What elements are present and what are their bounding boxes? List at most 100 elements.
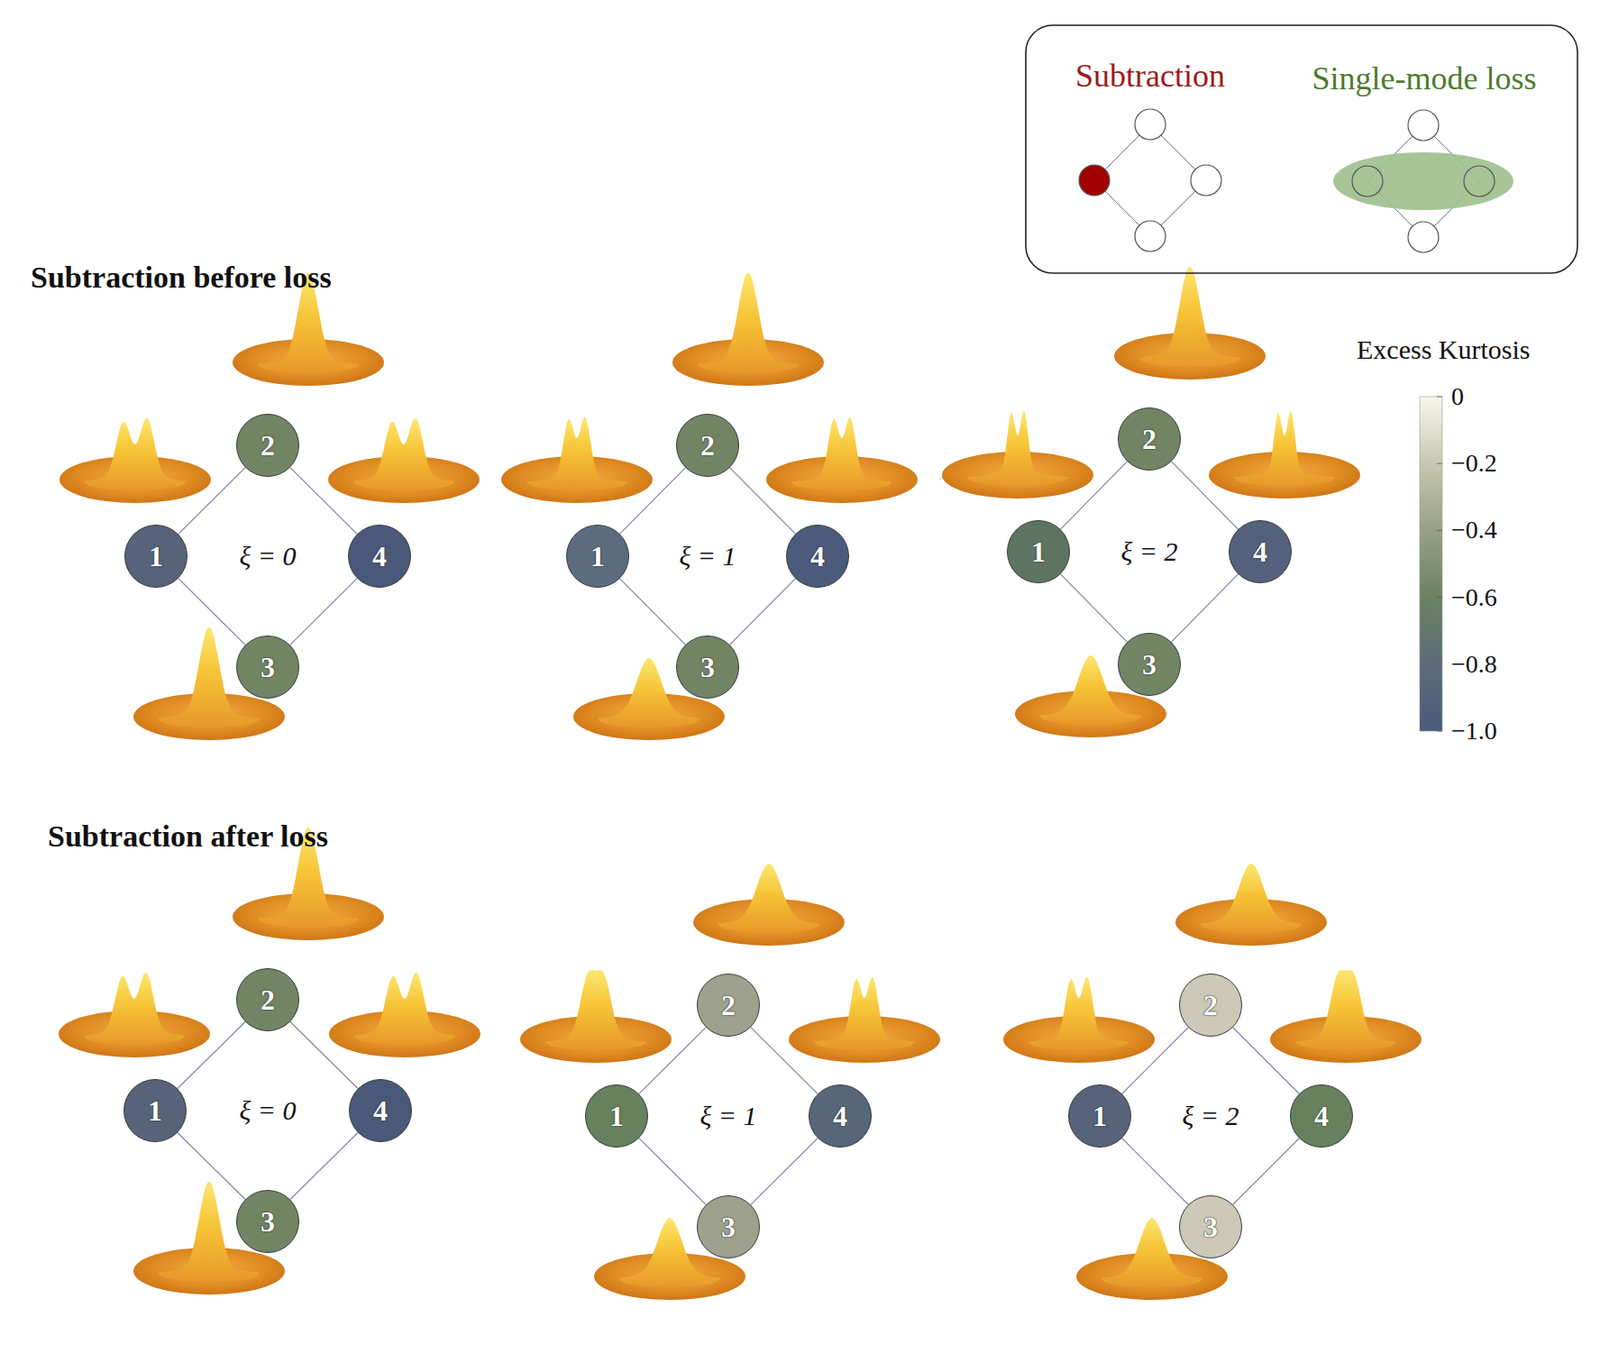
graph-edge (639, 1027, 706, 1095)
graph-node: 1 (566, 524, 630, 588)
colorbar-tick (1436, 663, 1443, 665)
graph-edge (178, 578, 246, 646)
colorbar-tick-label: −1.0 (1451, 716, 1498, 746)
wigner-surface (1003, 977, 1155, 1063)
node-number: 3 (1142, 649, 1157, 679)
surface-peak (1028, 977, 1130, 1051)
surface-peak (84, 418, 186, 491)
graph-edge (290, 1022, 358, 1089)
surface-peak (526, 417, 628, 491)
loss-swatch (1333, 152, 1514, 211)
node-number: 4 (810, 541, 825, 571)
graph-edge (730, 467, 796, 534)
surface-peak (1139, 266, 1241, 367)
graph-edge (620, 578, 686, 645)
graph-node: 4 (808, 1084, 872, 1148)
mini-node (1408, 109, 1439, 141)
node-number: 3 (260, 652, 275, 682)
colorbar-tick (1436, 463, 1443, 465)
wigner-surface (672, 273, 824, 386)
node-number: 2 (721, 990, 736, 1020)
mini-node (1134, 109, 1166, 140)
graph-edge (1171, 574, 1239, 642)
graph-node: 4 (1289, 1084, 1354, 1148)
node-number: 3 (721, 1212, 736, 1242)
legend-panel (1025, 25, 1578, 274)
node-number: 3 (1203, 1212, 1218, 1242)
surface-peak (354, 972, 456, 1045)
wigner-surface (58, 972, 211, 1058)
graph-edge (177, 1133, 246, 1200)
node-number: 3 (700, 652, 715, 682)
graph-node: 3 (236, 1189, 300, 1253)
graph-edge (1233, 1138, 1300, 1206)
graph-node: 4 (1228, 520, 1292, 584)
graph-node: 4 (348, 1078, 412, 1143)
surface-peak (83, 972, 185, 1045)
subtraction-swatch (1078, 164, 1110, 196)
node-number: 4 (1314, 1101, 1329, 1131)
graph-node: 1 (1068, 1084, 1132, 1148)
node-number: 4 (372, 541, 387, 571)
parameter-label: ξ = 1 (678, 540, 736, 573)
graph-node: 1 (585, 1084, 649, 1148)
node-number: 1 (147, 1096, 163, 1125)
parameter-label: ξ = 0 (238, 1095, 296, 1127)
node-number: 1 (1031, 537, 1046, 567)
wigner-surface (501, 417, 653, 503)
wigner-surface (1270, 969, 1422, 1063)
graph-node: 2 (236, 968, 300, 1032)
surface-peak (545, 969, 647, 1051)
surface-peak (791, 417, 893, 491)
graph-edge (290, 467, 357, 535)
mini-node (1408, 221, 1439, 253)
mini-graph-edges (1094, 124, 1207, 237)
colorbar-tick-label: −0.6 (1451, 583, 1498, 613)
wigner-surface (766, 417, 918, 503)
colorbar-title: Excess Kurtosis (1356, 334, 1530, 366)
node-number: 2 (1203, 990, 1218, 1020)
graph-node: 3 (1179, 1195, 1243, 1259)
mini-node (1352, 165, 1383, 197)
graph-node: 2 (696, 973, 760, 1037)
mini-node (1463, 165, 1495, 197)
wigner-surface (1175, 863, 1327, 946)
wigner-surface (328, 418, 480, 503)
node-number: 2 (700, 430, 715, 460)
colorbar-tick-label: −0.4 (1451, 515, 1498, 545)
graph-edge (1122, 1027, 1189, 1095)
graph-edge (639, 1138, 706, 1206)
surface-peak (718, 863, 820, 933)
surface-peak (1295, 969, 1397, 1051)
node-number: 2 (1142, 424, 1157, 454)
colorbar-tick (1436, 396, 1443, 398)
legend-text: Subtraction (1075, 57, 1226, 95)
colorbar-tick (1436, 731, 1443, 732)
graph-edge (750, 1027, 818, 1095)
parameter-label: ξ = 1 (699, 1100, 757, 1133)
section-heading: Subtraction after loss (47, 818, 329, 854)
colorbar-tick-label: −0.8 (1451, 649, 1498, 679)
graph-node: 4 (786, 524, 850, 588)
node-number: 1 (148, 541, 164, 571)
graph-edge (178, 467, 246, 535)
graph-edge (290, 578, 357, 646)
graph-node: 2 (1179, 973, 1243, 1037)
wigner-surface (1114, 266, 1266, 380)
graph-edge (1171, 461, 1239, 530)
node-number: 2 (260, 430, 275, 460)
graph-edge (290, 1133, 358, 1200)
graph-node: 2 (676, 413, 740, 477)
surface-peak (1200, 863, 1302, 933)
wigner-surface (1208, 411, 1361, 499)
node-number: 2 (260, 985, 275, 1015)
parameter-label: ξ = 2 (1120, 536, 1178, 568)
wigner-surface (59, 418, 211, 503)
wigner-surface (693, 863, 845, 946)
legend-text: Single-mode loss (1312, 60, 1537, 98)
graph-node: 4 (347, 524, 412, 588)
node-number: 1 (590, 541, 605, 571)
graph-edge (1233, 1027, 1300, 1095)
node-number: 4 (832, 1101, 848, 1131)
colorbar (1419, 396, 1443, 732)
